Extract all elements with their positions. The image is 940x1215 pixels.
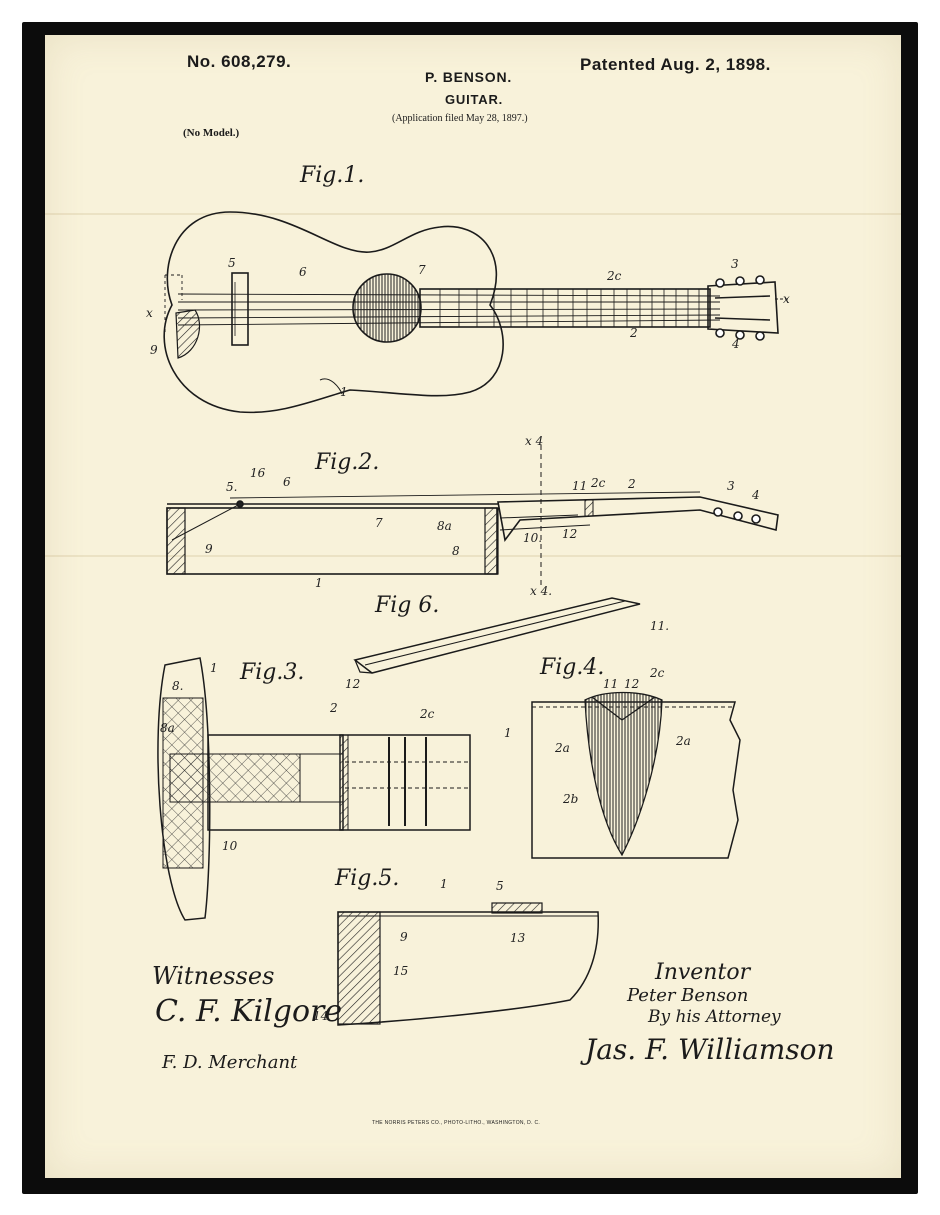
figure-5-label: Fig.5. bbox=[335, 866, 400, 891]
svg-text:x: x bbox=[783, 292, 790, 306]
paper-fold bbox=[45, 555, 901, 557]
figure-4-label: Fig.4. bbox=[540, 655, 605, 680]
svg-text:1: 1 bbox=[315, 576, 323, 590]
svg-text:9: 9 bbox=[400, 930, 408, 944]
figure-6-label: Fig 6. bbox=[375, 593, 440, 618]
svg-text:2c: 2c bbox=[419, 707, 435, 721]
witness-2-signature: F. D. Merchant bbox=[162, 1052, 298, 1073]
svg-text:2: 2 bbox=[329, 701, 338, 715]
svg-text:5: 5 bbox=[496, 879, 504, 893]
svg-text:1: 1 bbox=[440, 877, 448, 891]
svg-text:4: 4 bbox=[731, 337, 740, 351]
svg-text:8a: 8a bbox=[437, 519, 452, 533]
figure-4-reference-marks: 11 12 2c 1 2a 2a 2b bbox=[504, 666, 691, 806]
svg-text:2: 2 bbox=[629, 326, 638, 340]
paper-fold bbox=[45, 213, 901, 215]
figure-6-bar bbox=[353, 597, 641, 674]
svg-text:15: 15 bbox=[393, 964, 408, 978]
svg-text:6: 6 bbox=[283, 475, 291, 489]
svg-text:5.: 5. bbox=[226, 480, 237, 494]
figure-6-reference-marks: 11.12 bbox=[345, 619, 669, 691]
svg-text:11: 11 bbox=[603, 677, 618, 691]
svg-text:8a: 8a bbox=[160, 721, 175, 735]
inventor-label: Inventor bbox=[655, 960, 751, 985]
figure-2-section bbox=[166, 445, 779, 585]
figure-3-reference-marks: 1 8. 8a 2 2c 10 bbox=[160, 661, 435, 853]
svg-text:5: 5 bbox=[228, 256, 236, 270]
svg-text:12: 12 bbox=[562, 527, 577, 541]
svg-text:1: 1 bbox=[210, 661, 218, 675]
patent-sheet bbox=[45, 35, 901, 1178]
svg-text:2a: 2a bbox=[675, 734, 691, 748]
svg-text:14: 14 bbox=[313, 1009, 328, 1023]
svg-text:9: 9 bbox=[205, 542, 213, 556]
svg-text:7: 7 bbox=[418, 263, 426, 277]
svg-text:2c: 2c bbox=[606, 269, 622, 283]
figure-2-label: Fig.2. bbox=[315, 450, 380, 475]
patent-number: No. 608,279. bbox=[187, 52, 292, 71]
svg-text:11: 11 bbox=[572, 479, 587, 493]
inventor-signature: Peter Benson bbox=[627, 985, 749, 1006]
svg-text:12: 12 bbox=[624, 677, 639, 691]
svg-text:2c: 2c bbox=[649, 666, 665, 680]
svg-text:x 4: x 4 bbox=[525, 434, 543, 448]
svg-text:10: 10 bbox=[222, 839, 238, 853]
svg-text:4: 4 bbox=[751, 488, 760, 502]
figure-1-label: Fig.1. bbox=[300, 163, 365, 188]
svg-text:3: 3 bbox=[731, 257, 739, 271]
svg-text:3: 3 bbox=[727, 479, 735, 493]
svg-text:8.: 8. bbox=[172, 679, 183, 693]
patent-title: GUITAR. bbox=[445, 92, 504, 107]
svg-text:2c: 2c bbox=[590, 476, 606, 490]
svg-text:16: 16 bbox=[250, 466, 266, 480]
attorney-signature: Jas. F. Williamson bbox=[585, 1033, 835, 1066]
attorney-line: By his Attorney bbox=[648, 1007, 781, 1027]
svg-text:1: 1 bbox=[340, 385, 348, 399]
svg-text:x: x bbox=[146, 306, 153, 320]
svg-text:9: 9 bbox=[150, 343, 158, 357]
application-date: (Application filed May 28, 1897.) bbox=[392, 113, 528, 124]
svg-text:7: 7 bbox=[375, 516, 383, 530]
svg-text:x 4.: x 4. bbox=[530, 584, 552, 598]
svg-text:13: 13 bbox=[510, 931, 526, 945]
svg-text:8: 8 bbox=[452, 544, 460, 558]
svg-text:11.: 11. bbox=[650, 619, 669, 633]
svg-text:6: 6 bbox=[299, 265, 307, 279]
printer-credit: THE NORRIS PETERS CO., PHOTO-LITHO., WAS… bbox=[372, 1120, 541, 1126]
svg-text:2: 2 bbox=[627, 477, 636, 491]
svg-text:2b: 2b bbox=[562, 792, 578, 806]
svg-text:10.: 10. bbox=[523, 531, 542, 545]
figure-5-section bbox=[337, 902, 599, 1026]
svg-text:1: 1 bbox=[504, 726, 512, 740]
figure-3-detail bbox=[157, 657, 471, 921]
witness-1-signature: C. F. Kilgore bbox=[155, 994, 343, 1029]
witnesses-label: Witnesses bbox=[152, 962, 275, 990]
figure-3-label: Fig.3. bbox=[240, 660, 305, 685]
patent-date: Patented Aug. 2, 1898. bbox=[580, 55, 771, 74]
svg-text:2a: 2a bbox=[554, 741, 570, 755]
model-note: (No Model.) bbox=[183, 127, 240, 139]
figure-1-reference-marks: 5 6 7 2c 3 x x 9 1 2 4 bbox=[146, 256, 790, 399]
figure-1-guitar bbox=[163, 211, 790, 414]
inventor-heading: P. BENSON. bbox=[425, 69, 513, 85]
figure-4-section bbox=[531, 691, 741, 859]
svg-text:12: 12 bbox=[345, 677, 360, 691]
